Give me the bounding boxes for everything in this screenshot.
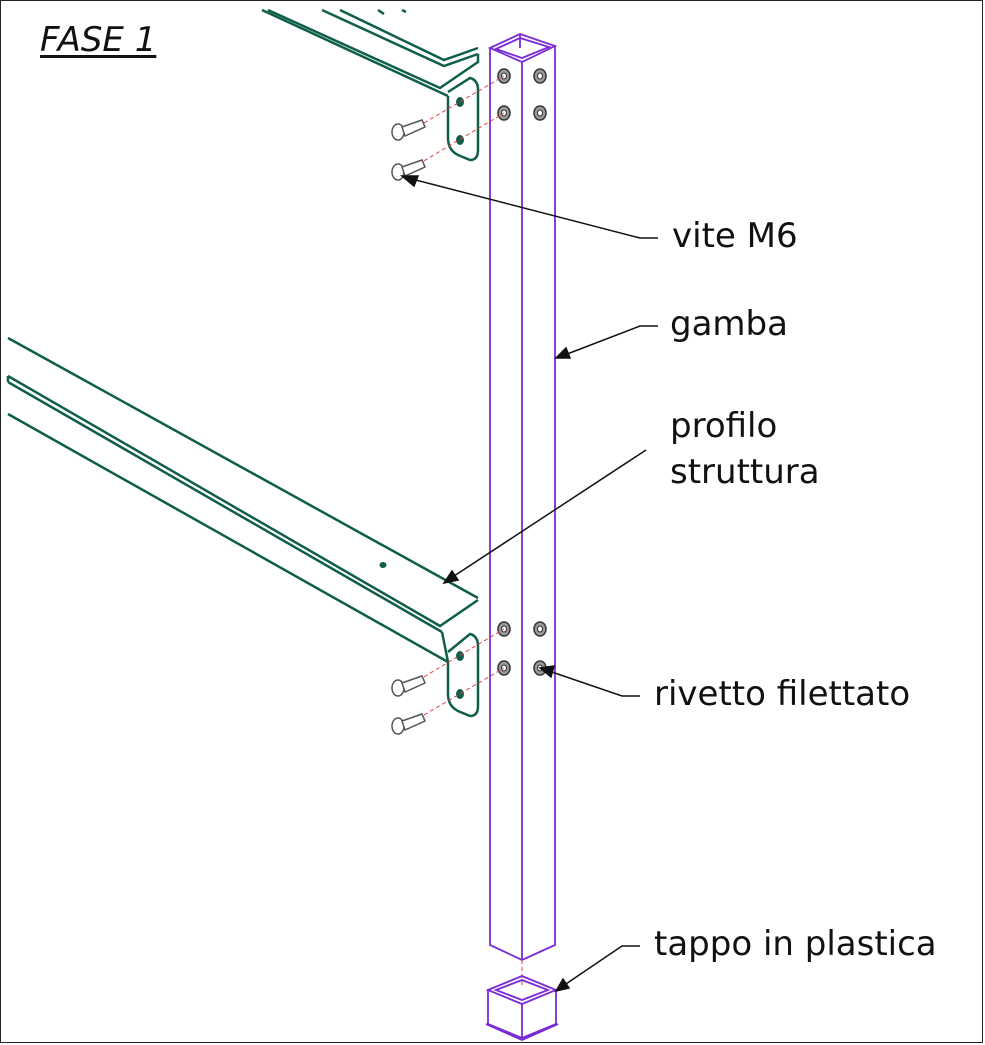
top-structure-profile (261, 8, 480, 162)
rivet-holes (501, 72, 543, 672)
label-rivetto: rivetto filettato (654, 674, 911, 714)
label-profilo-line2: struttura (670, 452, 820, 492)
leg-tube (487, 33, 558, 961)
leader-lines (399, 175, 658, 993)
label-tappo: tappo in plastica (654, 924, 937, 964)
phase-title: FASE 1 (40, 20, 157, 60)
bottom-structure-profile (6, 336, 480, 718)
bottom-profile-holes (379, 562, 464, 699)
screw-3 (391, 675, 426, 697)
top-profile-holes (456, 97, 464, 145)
plastic-cap (485, 975, 559, 1041)
screw-4 (391, 713, 426, 735)
label-profilo-line1: profilo (670, 406, 778, 446)
m6-screws (391, 119, 426, 735)
assembly-axes (411, 75, 523, 985)
label-gamba: gamba (670, 304, 788, 344)
screw-1 (391, 119, 426, 141)
label-vite: vite M6 (672, 216, 798, 256)
